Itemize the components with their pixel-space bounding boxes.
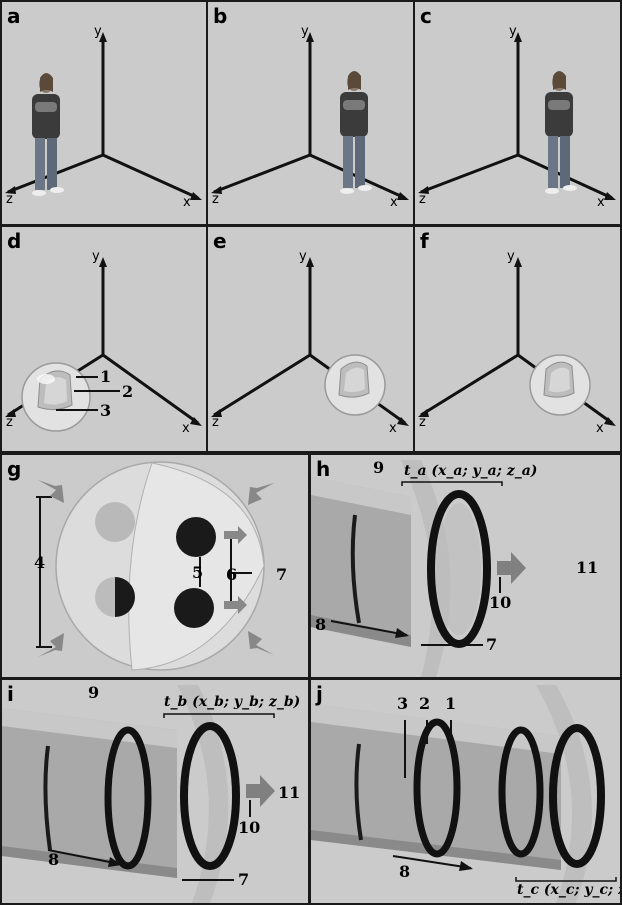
panel-label: h: [316, 457, 331, 481]
sphere: [21, 362, 91, 432]
panel-label: i: [7, 682, 14, 706]
axes-d: [5, 257, 202, 432]
axis-y-label: y: [299, 249, 307, 264]
axis-y-label: y: [92, 249, 100, 264]
panel-label: g: [7, 457, 22, 481]
panel-h: h 9 t_a (x_a; y_a; z_a) 11 10 8 7: [311, 455, 620, 677]
panel-g: g 4 5 6 7: [2, 455, 308, 677]
sphere: [324, 354, 386, 416]
callout-11: 11: [278, 783, 301, 802]
panel-a: a y z x: [2, 2, 206, 224]
panel-label: b: [213, 4, 228, 28]
pressure-arrows: [38, 480, 274, 657]
axis-z-label: z: [212, 192, 219, 207]
callout-8: 8: [399, 862, 411, 881]
axis-z-label: z: [6, 192, 13, 207]
axis-y-label: y: [507, 249, 515, 264]
callout-4: 4: [34, 553, 46, 572]
axes-e: [211, 257, 409, 426]
callout-6: 6: [226, 565, 238, 584]
callout-8: 8: [315, 615, 327, 634]
panel-label: a: [7, 4, 21, 28]
panel-b: b y z x: [208, 2, 413, 224]
axis-x-label: x: [596, 421, 604, 436]
callout-3: 3: [100, 401, 112, 420]
time-label: t_a (x_a; y_a; z_a): [404, 463, 538, 479]
callout-2: 2: [419, 694, 431, 713]
axes-a: [5, 32, 202, 200]
axes-c: [418, 32, 616, 200]
axis-z-label: z: [419, 192, 426, 207]
axis-x-label: x: [183, 195, 191, 210]
tube-diagram-j: [311, 685, 617, 903]
axes-f: [418, 257, 616, 426]
axis-x-label: x: [390, 195, 398, 210]
axis-z-label: z: [6, 415, 13, 430]
panel-label: e: [213, 229, 227, 253]
time-label: t_b (x_b; y_b; z_b): [164, 694, 301, 710]
person-figure: [340, 71, 372, 194]
panel-d: d y z x 1 2 3: [2, 227, 206, 451]
direction-arrow: [497, 552, 526, 584]
tube-diagram-i: [2, 685, 275, 903]
callout-10: 10: [238, 818, 261, 837]
panel-c: c y z x: [415, 2, 620, 224]
callout-5: 5: [192, 563, 204, 582]
person-figure: [32, 73, 64, 196]
callout-7: 7: [486, 635, 498, 654]
panel-label: c: [420, 4, 432, 28]
sphere-diagram: [36, 461, 274, 671]
tube-diagram-h: [311, 460, 526, 677]
callout-9: 9: [88, 683, 100, 702]
callout-3: 3: [397, 694, 409, 713]
callout-7: 7: [238, 870, 250, 889]
callout-11: 11: [576, 558, 599, 577]
person-figure: [545, 71, 577, 194]
axes-b: [211, 32, 409, 200]
panel-f: f y z x: [415, 227, 620, 451]
callout-9: 9: [373, 458, 385, 477]
axis-z-label: z: [212, 415, 219, 430]
panel-e: e y z x: [208, 227, 413, 451]
axis-y-label: y: [509, 24, 517, 39]
axis-x-label: x: [389, 421, 397, 436]
time-label: t_c (x_c; y_c; z_c): [517, 882, 620, 898]
panel-label: d: [7, 229, 22, 253]
callout-10: 10: [489, 593, 512, 612]
panel-label: f: [420, 229, 429, 253]
axis-x-label: x: [182, 421, 190, 436]
callout-2: 2: [122, 382, 134, 401]
callout-8: 8: [48, 850, 60, 869]
axis-x-label: x: [597, 195, 605, 210]
callout-1: 1: [445, 694, 457, 713]
callout-7: 7: [276, 565, 288, 584]
panel-i: i 9 t_b (x_b; y_b; z_b) 11 10 8 7: [2, 680, 308, 903]
axis-y-label: y: [301, 24, 309, 39]
sphere: [529, 354, 591, 416]
direction-arrow: [246, 775, 275, 807]
panel-label: j: [316, 682, 323, 706]
callout-1: 1: [100, 367, 112, 386]
axis-z-label: z: [419, 415, 426, 430]
axis-y-label: y: [94, 24, 102, 39]
panel-j: j 3 2 1 8 t_c (x_c; y_c; z_c): [311, 680, 620, 903]
